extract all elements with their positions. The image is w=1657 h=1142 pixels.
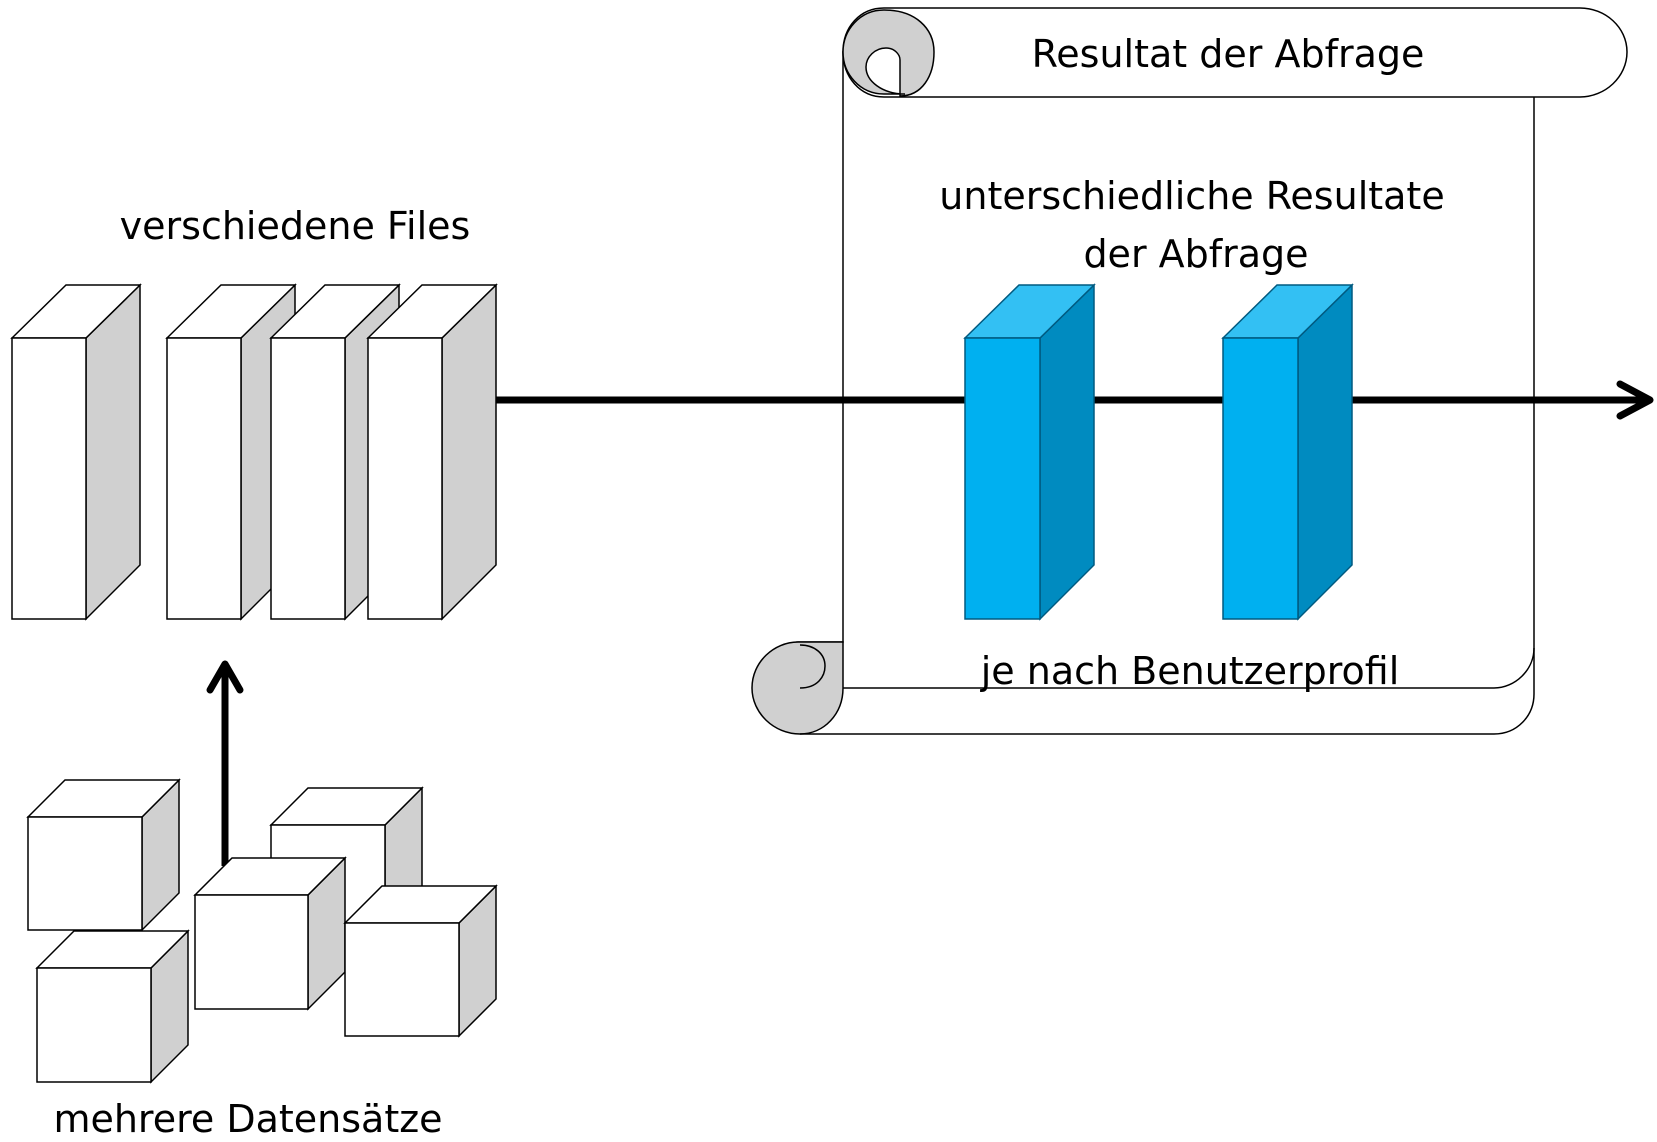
file-box-side [85,283,141,621]
record-cube-1 [26,778,181,932]
file-box-side [441,283,497,621]
record-cube-front [194,894,309,1010]
label-results-line1: unterschiedliche Resultate [939,174,1444,218]
label-records: mehrere Datensätze [53,1097,442,1141]
file-box-front [166,337,242,620]
label-results-line2: der Abfrage [1083,232,1308,276]
result-box-1 [963,283,1096,621]
file-box-4 [366,283,498,621]
file-box-front [11,337,87,620]
file-box-1 [10,283,142,621]
record-cube-3 [35,929,190,1084]
up-arrow [206,660,244,866]
result-box-front [964,337,1041,620]
label-scroll-title: Resultat der Abfrage [1032,32,1425,76]
record-cube-front [27,816,143,931]
label-files: verschiedene Files [120,204,471,248]
label-profile: je nach Benutzerprofil [980,649,1400,693]
record-cube-5 [343,884,498,1038]
record-cube-4 [193,856,347,1011]
record-cube-front [344,922,460,1037]
scroll-body [780,51,1535,689]
result-box-side [1039,283,1095,621]
up-arrow-head [206,660,244,694]
scroll-top-curl [842,9,935,97]
scroll-bottom-curl-inner [799,644,826,689]
main-arrow-head [1616,380,1654,420]
file-box-front [367,337,443,620]
result-box-side [1297,283,1353,621]
scroll-bottom-edge [800,648,1535,735]
result-box-front [1222,337,1299,620]
record-cube-front [36,967,152,1083]
result-box-2 [1221,283,1354,621]
scroll-bottom-curl [751,641,844,735]
result-scroll [751,7,1628,735]
file-box-front [270,337,346,620]
